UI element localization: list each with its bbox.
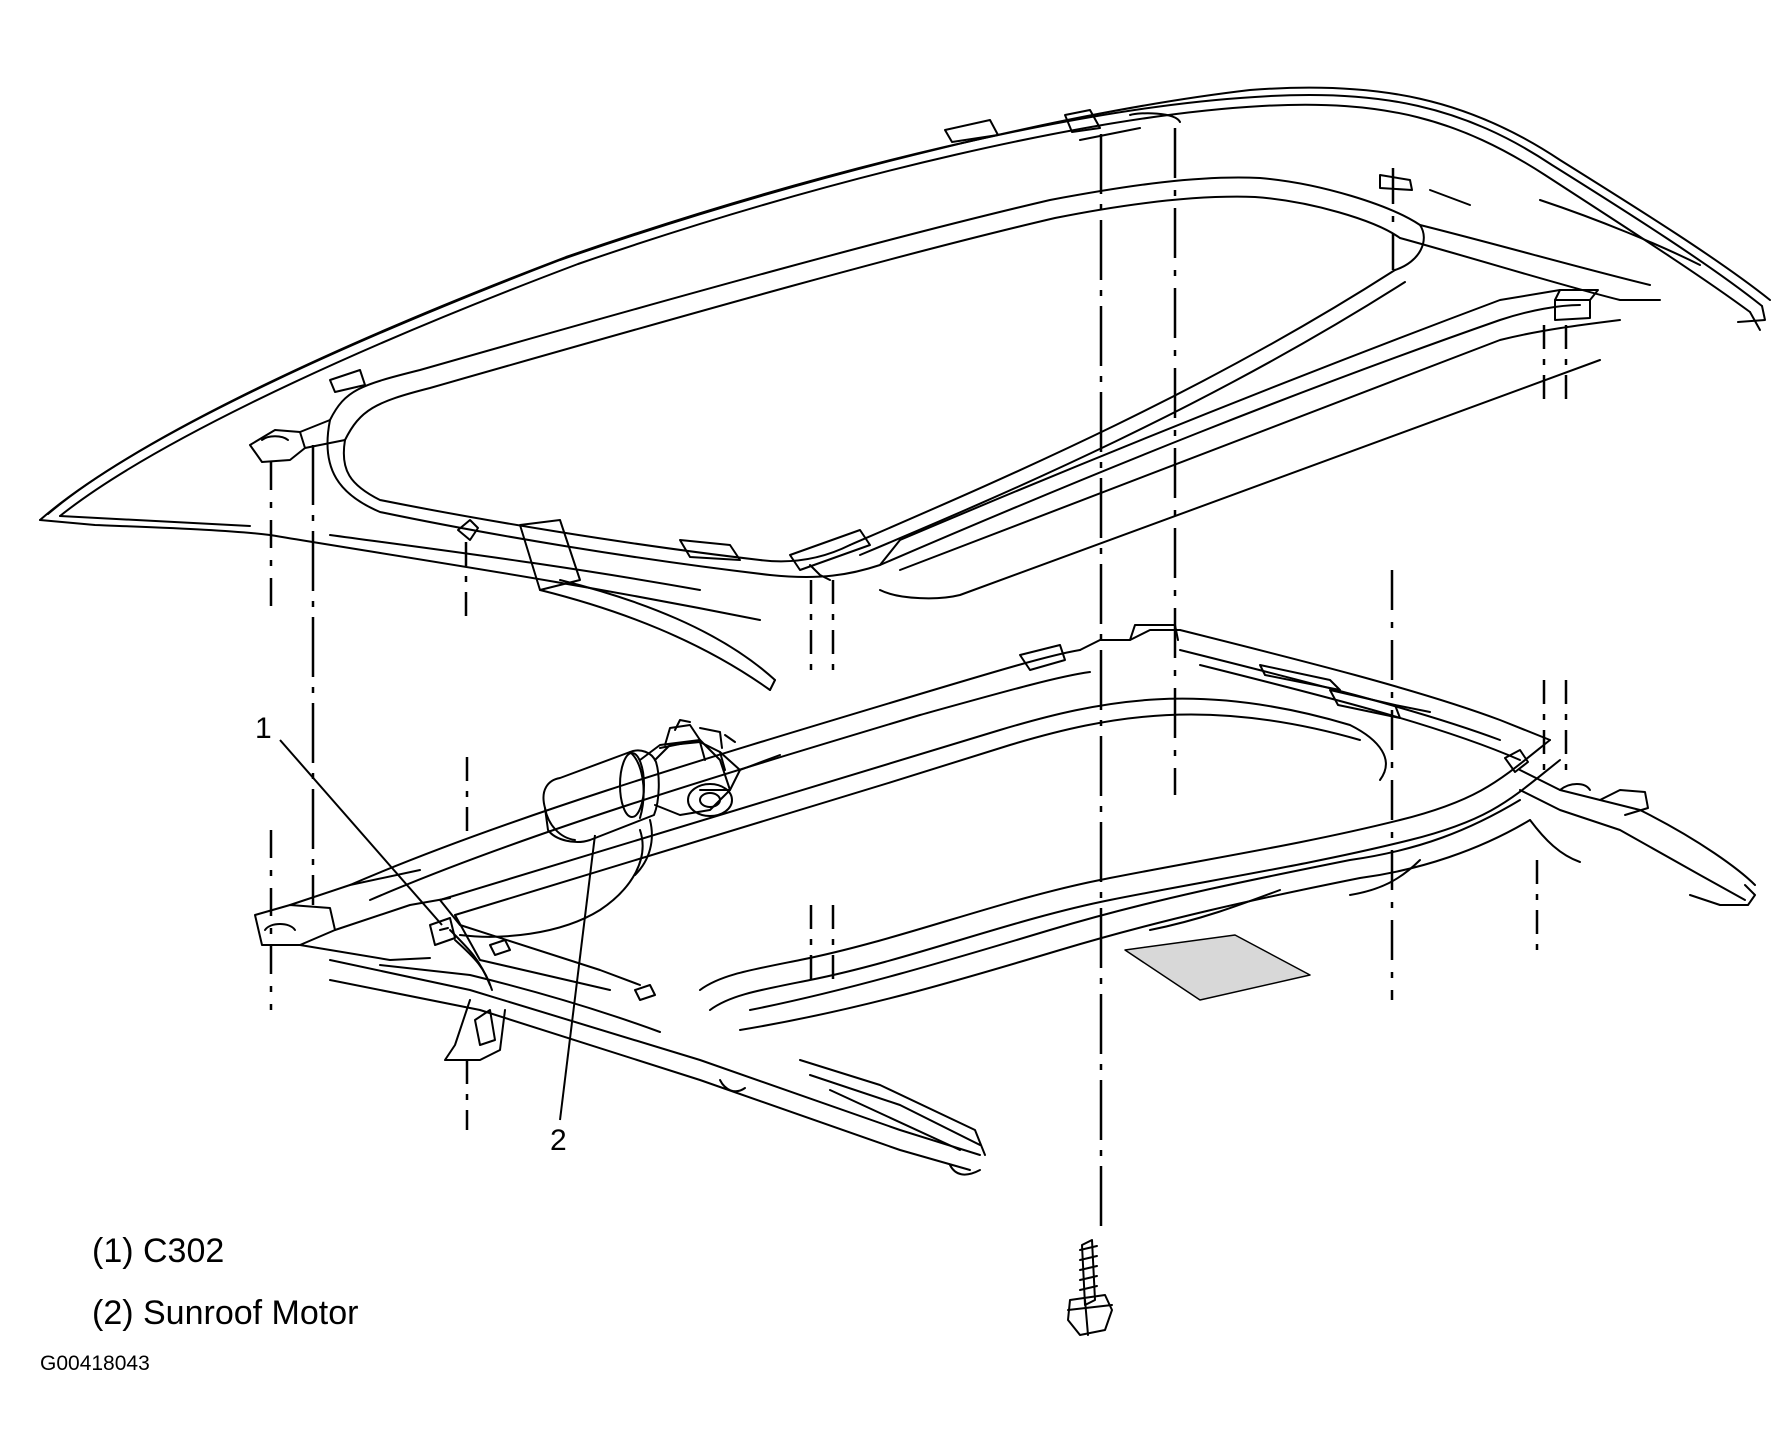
callout-2: 2 xyxy=(550,1124,567,1157)
legend-item-c302: (1) C302 xyxy=(92,1232,225,1270)
leader-line-2 xyxy=(559,834,596,1121)
alignment-lines xyxy=(269,128,1568,1235)
callout-1: 1 xyxy=(255,712,272,745)
sunroof-housing xyxy=(254,624,1756,1176)
leader-line-1 xyxy=(279,739,443,926)
legend: (1) C302 (2) Sunroof Motor xyxy=(92,1220,358,1344)
leader-lines xyxy=(279,739,596,1121)
bolt xyxy=(1067,1239,1113,1336)
legend-item-sunroof-motor: (2) Sunroof Motor xyxy=(92,1294,359,1332)
figure-id: G00418043 xyxy=(40,1352,150,1375)
roof-panel xyxy=(39,86,1771,691)
sunroof-motor xyxy=(542,719,736,876)
